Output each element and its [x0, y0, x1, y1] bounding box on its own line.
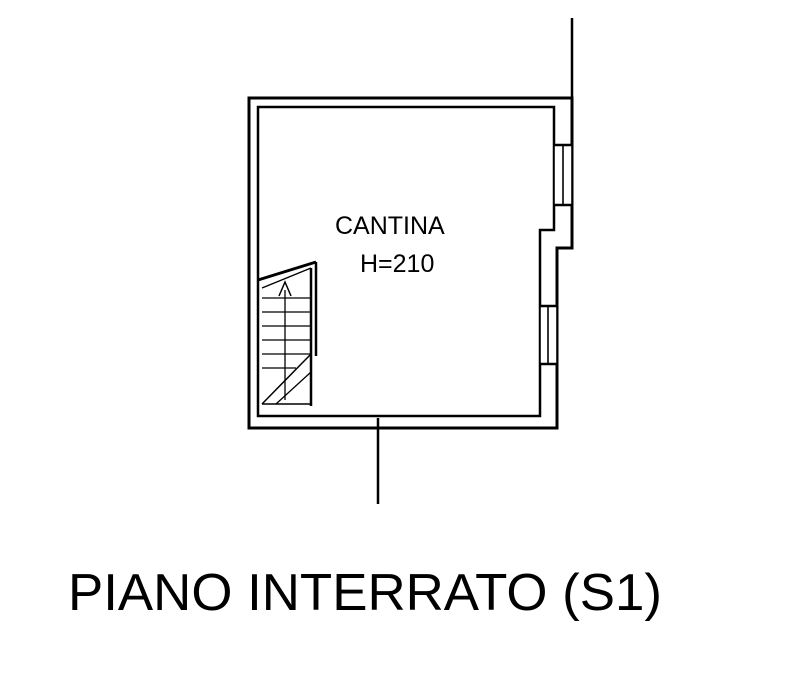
stair-top-edge [257, 260, 317, 282]
room-height: H=210 [360, 250, 434, 278]
boundary-lines [376, 18, 574, 504]
stair-winder [275, 371, 312, 405]
stair-winder [261, 353, 312, 405]
inner-wall [256, 105, 556, 418]
stair-top-edge-inner [261, 267, 312, 289]
floor-title: PIANO INTERRATO (S1) [68, 564, 662, 622]
window-lower [539, 304, 558, 366]
staircase [257, 260, 318, 406]
stair-arrow-icon [278, 280, 292, 297]
window-upper [553, 143, 573, 207]
outer-wall [247, 96, 574, 430]
room-name: CANTINA [335, 212, 445, 240]
